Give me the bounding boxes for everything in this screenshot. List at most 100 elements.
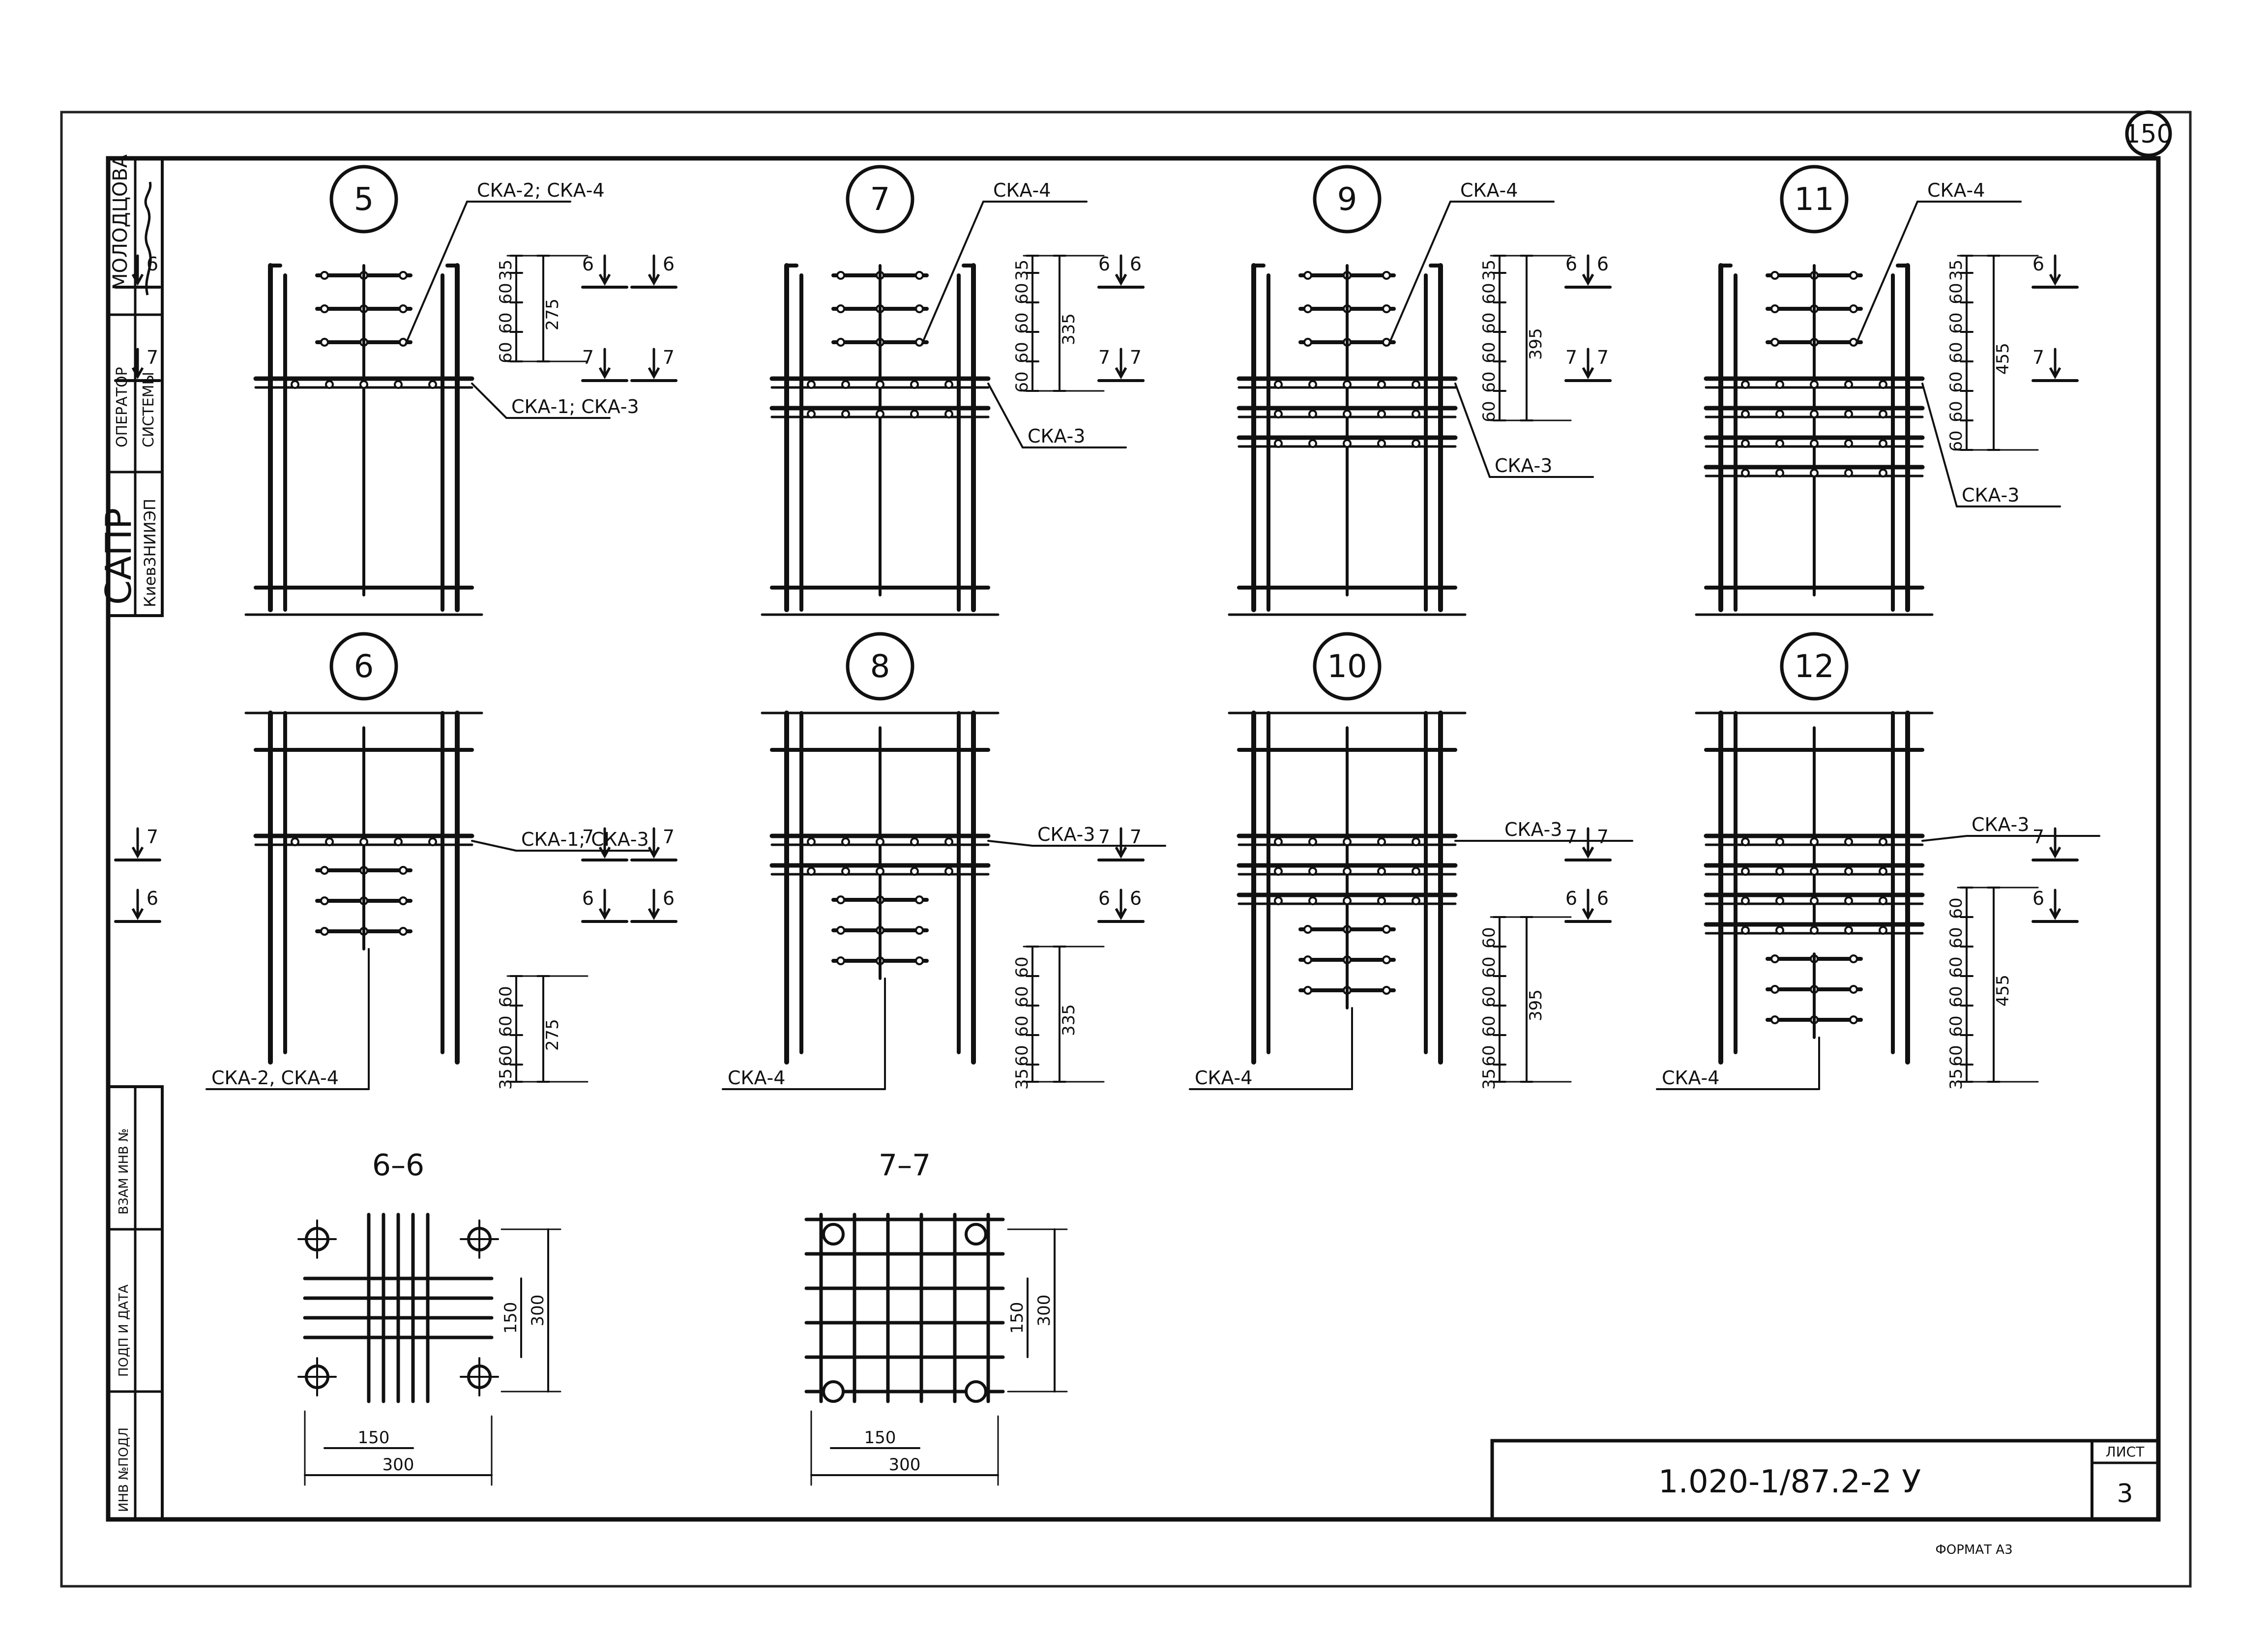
dim-total-value: 335 xyxy=(1059,1004,1079,1036)
cut-label: 6 xyxy=(1565,888,1577,909)
cut-label: 6 xyxy=(1597,888,1609,909)
dim-value: 60 xyxy=(1012,312,1032,333)
dim-value: 60 xyxy=(496,283,516,304)
rebar-node xyxy=(1844,867,1853,876)
cut-label: 6 xyxy=(1130,888,1142,909)
rebar-node xyxy=(1849,271,1858,280)
section-cut-mark: 7 xyxy=(114,826,161,861)
detail-circle xyxy=(1780,165,1849,234)
rebar-node xyxy=(1303,955,1312,964)
cut-label: 7 xyxy=(1565,347,1577,368)
rebar-node xyxy=(399,927,408,936)
detail-circle xyxy=(1780,632,1849,701)
detail-number: 5 xyxy=(329,165,398,234)
leader-line xyxy=(405,201,468,345)
rebar-node xyxy=(399,271,408,280)
dim-value: 60 xyxy=(1012,1045,1032,1066)
leader-lower: СКА-3 xyxy=(1921,383,2061,507)
rebar-node xyxy=(1770,338,1779,347)
rebar-node xyxy=(944,867,953,876)
rebar-node xyxy=(1879,410,1887,418)
cut-arrow-head xyxy=(1582,908,1594,920)
rebar-node xyxy=(1741,867,1750,876)
rebar-node xyxy=(1770,1015,1779,1024)
leader-line xyxy=(1921,835,1968,842)
dim-value: 60 xyxy=(496,342,516,363)
section-cut-mark: 7 xyxy=(1564,826,1612,861)
cut-label: 6 xyxy=(663,253,675,275)
cut-label: 7 xyxy=(582,826,594,848)
rebar-node xyxy=(1844,439,1853,448)
dim-total-value: 335 xyxy=(1059,313,1079,345)
leader-upper: СКА-3 xyxy=(1454,819,1633,842)
rebar-node xyxy=(1382,986,1391,995)
rebar-node xyxy=(320,896,329,905)
dim-value: 60 xyxy=(496,1015,516,1037)
cut-label: 6 xyxy=(582,888,594,909)
cut-label: 6 xyxy=(1098,253,1110,275)
stamp-org-1: САПР xyxy=(98,508,139,605)
rebar-node xyxy=(915,271,924,280)
detail-number-text: 8 xyxy=(870,649,890,685)
rebar-node xyxy=(1810,469,1819,477)
cut-label: 6 xyxy=(2032,888,2044,909)
rebar-node xyxy=(1775,410,1784,418)
detail-number-text: 7 xyxy=(870,181,890,218)
dim-value: 60 xyxy=(1946,1015,1966,1037)
section-cut-mark: 6 xyxy=(581,888,628,923)
rebar-node xyxy=(1849,1015,1858,1024)
cut-arrow-head xyxy=(2049,273,2062,286)
rebar-node xyxy=(1303,338,1312,347)
cut-label: 6 xyxy=(147,253,158,275)
detail-number-text: 6 xyxy=(354,649,374,685)
rebar-node xyxy=(1741,837,1750,846)
cut-label: 6 xyxy=(1098,888,1110,909)
rebar-node xyxy=(836,895,845,904)
rebar-node xyxy=(1741,469,1750,477)
column-rod-section xyxy=(822,1380,845,1403)
cut-arrow-head xyxy=(1115,908,1127,920)
rebar-node xyxy=(1775,439,1784,448)
leader-line xyxy=(471,840,517,852)
cut-arrow-head xyxy=(131,367,144,380)
cut-label: 6 xyxy=(1597,253,1609,275)
dim-value: 60 xyxy=(1946,342,1966,363)
detail-number-text: 12 xyxy=(1794,649,1834,685)
rebar-node xyxy=(399,304,408,313)
rebar-node xyxy=(1274,410,1283,418)
section-cut-mark: 7 xyxy=(581,826,628,861)
cut-label: 7 xyxy=(1597,826,1609,848)
cut-label: 7 xyxy=(1130,826,1142,848)
dim-value: 35 xyxy=(496,260,516,281)
section-cut-mark: 7 xyxy=(630,826,677,861)
dim-value: 60 xyxy=(1012,986,1032,1007)
rebar-node xyxy=(910,837,919,846)
rebar-node xyxy=(836,271,845,280)
rebar-node xyxy=(1775,837,1784,846)
rebar-node xyxy=(1274,837,1283,846)
rebar-node xyxy=(1303,271,1312,280)
dim-total-value: 455 xyxy=(1993,343,2013,375)
rebar-node xyxy=(1303,925,1312,934)
rebar-node xyxy=(1382,271,1391,280)
rebar-node xyxy=(1412,837,1420,846)
dim-value: 35 xyxy=(1946,1068,1966,1090)
rebar-node xyxy=(1343,837,1352,846)
dim-value: 60 xyxy=(1946,927,1966,948)
rebar-node xyxy=(807,837,816,846)
side-stamp: МОЛОДЦОВА ОПЕРАТОР СИСТЕМЫ САПР КиевЗНИИ… xyxy=(98,154,164,1521)
cut-label: 7 xyxy=(582,347,594,368)
cut-arrow-head xyxy=(1582,367,1594,380)
rebar-node xyxy=(1844,380,1853,389)
dim-value: 150 xyxy=(501,1302,521,1334)
section-title: 7–7 xyxy=(879,1148,931,1183)
section-cut-mark: 7 xyxy=(2032,826,2079,861)
leader-label: СКА-4 xyxy=(728,1067,785,1089)
